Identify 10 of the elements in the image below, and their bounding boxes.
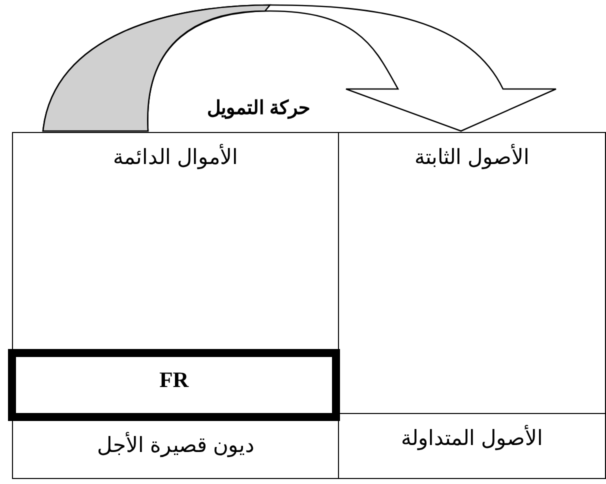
cell-text: ديون قصيرة الأجل bbox=[97, 433, 254, 458]
cell-text: الأصول الثابتة bbox=[414, 145, 530, 170]
cell-text: الأموال الدائمة bbox=[113, 145, 238, 170]
edge-label: حركة التمويل bbox=[205, 96, 312, 120]
cell-text: FR bbox=[159, 367, 189, 393]
table-cell bbox=[12, 420, 339, 479]
curved-block-arrow bbox=[42, 4, 557, 132]
cell-text: الأصول المتداولة bbox=[401, 426, 543, 451]
table-cell bbox=[338, 413, 606, 479]
highlighted-box bbox=[8, 349, 340, 421]
